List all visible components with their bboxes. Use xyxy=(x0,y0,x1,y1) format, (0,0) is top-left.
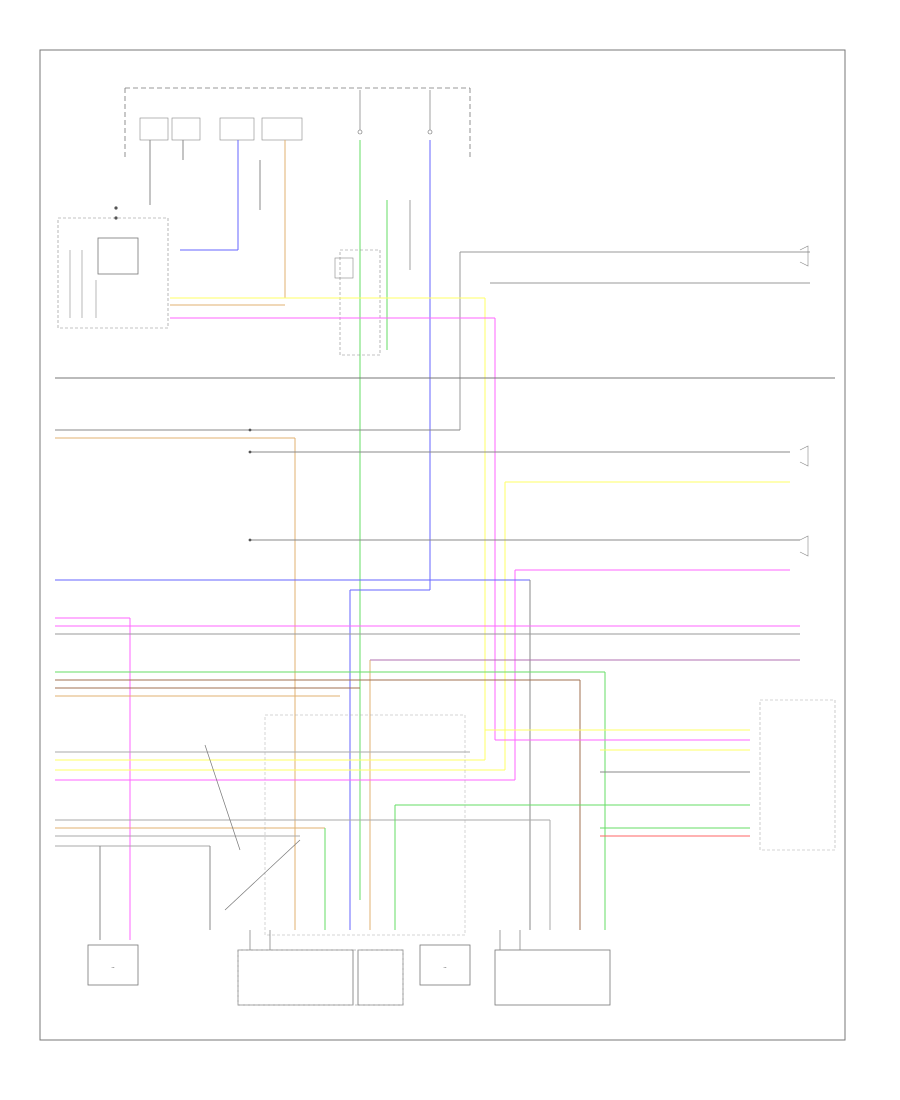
auto-lamp-sensor xyxy=(57,217,169,329)
svg-text:~: ~ xyxy=(111,965,115,970)
relay-center xyxy=(334,200,411,356)
fuse-box-top xyxy=(124,87,471,160)
right-connectors xyxy=(799,245,809,557)
horizontal-wires xyxy=(55,251,835,940)
fuse-drops xyxy=(149,140,431,900)
module-left-sensor xyxy=(87,944,139,986)
module-right-sensor xyxy=(419,944,471,986)
diagram-border xyxy=(39,49,846,1041)
leader-lines xyxy=(204,744,301,911)
module-pin-drops xyxy=(249,930,521,950)
control-module-right xyxy=(759,699,836,851)
module-region xyxy=(264,714,466,936)
module-center-b xyxy=(357,949,404,1006)
svg-text:~: ~ xyxy=(443,965,447,970)
module-right xyxy=(494,949,611,1006)
splice-points xyxy=(114,206,252,542)
bottom-modules: ~ ~ xyxy=(87,944,611,1006)
module-center-a xyxy=(237,949,354,1006)
